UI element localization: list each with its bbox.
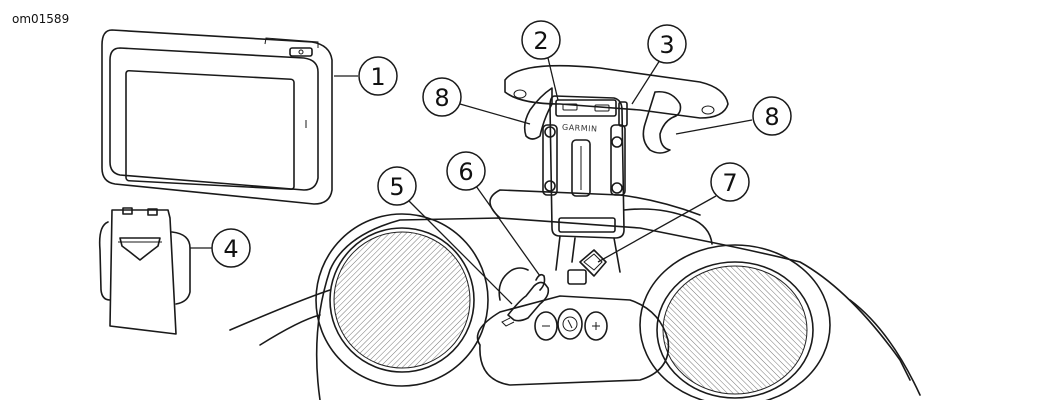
callout-8-right: 8	[752, 96, 792, 136]
callout-1: 1	[358, 56, 398, 96]
callout-label: 3	[659, 31, 674, 59]
mounting-bracket	[504, 64, 729, 119]
garmin-cradle	[542, 95, 713, 277]
callout-8-left: 8	[422, 77, 462, 117]
callout-label: 4	[223, 235, 238, 263]
callout-7: 7	[710, 162, 750, 202]
callout-label: 5	[389, 173, 404, 201]
holder	[98, 207, 191, 335]
callout-label: 1	[370, 63, 385, 91]
callout-label: 8	[434, 84, 449, 112]
callout-label: 7	[722, 169, 737, 197]
callout-2: 2	[521, 20, 561, 60]
mounting-knobs	[523, 87, 682, 154]
brand-label: GARMIN	[562, 123, 598, 134]
callout-label: 6	[458, 158, 473, 186]
callout-5: 5	[377, 166, 417, 206]
callout-6: 6	[446, 151, 486, 191]
callout-3: 3	[647, 24, 687, 64]
callout-4: 4	[211, 228, 251, 268]
figure-id: om01589	[12, 12, 70, 26]
gps-unit	[101, 29, 333, 205]
leader-lines	[190, 57, 753, 305]
callout-label: 2	[533, 27, 548, 55]
cable-plug	[498, 267, 550, 327]
dashboard	[229, 189, 921, 400]
callout-label: 8	[764, 103, 779, 131]
